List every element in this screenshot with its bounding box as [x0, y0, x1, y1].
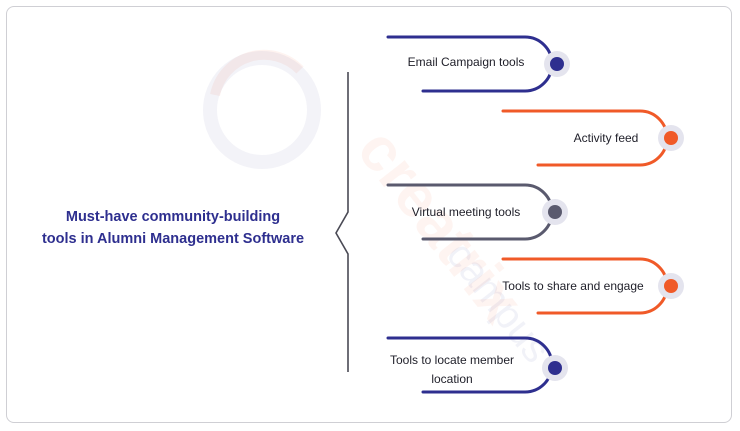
diagram-frame: [6, 6, 732, 423]
item-label-share-engage: Tools to share and engage: [502, 279, 644, 293]
item-shape-activity-feed: [501, 109, 684, 167]
item-label-locate-line-1: Tools to locate member: [389, 353, 515, 367]
item-shape-locate-member: [386, 336, 568, 394]
item-shape-virtual-meeting: [386, 183, 568, 241]
title-line-2: tools in Alumni Management Software: [41, 231, 305, 247]
title-line-1: Must-have community-building: [65, 209, 281, 225]
item-label-locate-member: Tools to locate member location: [378, 351, 526, 389]
item-label-activity-feed: Activity feed: [573, 131, 639, 145]
diagram-title: Must-have community-building tools in Al…: [18, 206, 328, 250]
item-label-email-campaign: Email Campaign tools: [407, 55, 525, 69]
item-label-virtual-meeting: Virtual meeting tools: [411, 205, 521, 219]
item-label-locate-line-2: location: [431, 372, 473, 386]
item-shape-email-campaign: [386, 35, 570, 93]
item-shape-share-engage: [501, 257, 684, 315]
bracket: [335, 72, 349, 372]
